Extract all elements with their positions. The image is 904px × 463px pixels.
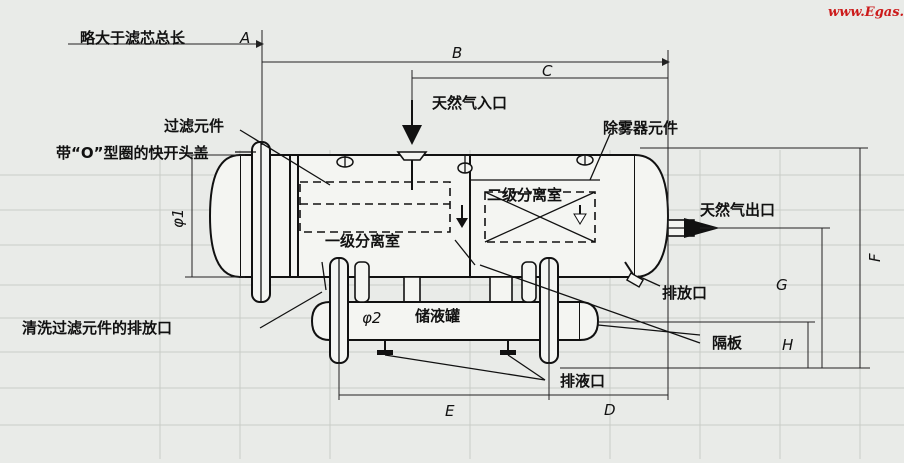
clean-drain-fitting (321, 261, 327, 291)
dim-e-label: E (445, 402, 455, 420)
first-stage-label: 一级分离室 (325, 232, 400, 250)
dim-h-label: H (782, 336, 793, 354)
tank-flanges (329, 257, 559, 364)
mist-element-label: 除雾器元件 (603, 119, 678, 137)
clean-drain-label: 清洗过滤元件的排放口 (22, 319, 172, 337)
liquid-tank (310, 301, 600, 341)
quick-open-head-label: 带“O”型圈的快开头盖 (56, 144, 208, 162)
gas-inlet-label: 天然气入口 (432, 94, 507, 112)
dimension-lines (68, 30, 870, 400)
gas-outlet-label: 天然气出口 (700, 201, 775, 219)
dim-c-label: C (542, 62, 553, 80)
second-stage-label: 二级分离室 (487, 186, 562, 204)
dim-phi1-label: φ1 (169, 209, 187, 228)
length-note-label: 略大于滤芯总长 (80, 29, 186, 47)
liquid-tank-label: 储液罐 (415, 307, 460, 325)
mist-eliminator (484, 191, 596, 243)
liquid-drain-label: 排液口 (560, 372, 605, 390)
gas-inlet-nozzle (396, 100, 428, 190)
leader-lines (235, 129, 701, 381)
filter-element-label: 过滤元件 (164, 117, 224, 135)
upper-vessel (208, 154, 670, 278)
top-fittings (336, 154, 594, 174)
filter-element (299, 181, 451, 233)
dim-g-label: G (776, 276, 788, 294)
dim-d-label: D (604, 401, 616, 419)
dim-f-label: F (866, 253, 884, 262)
watermark-text: www.Egas.cn (828, 5, 904, 20)
drain-port-fitting (624, 261, 645, 288)
dim-phi2-label: φ2 (362, 309, 381, 327)
flow-arrows (456, 205, 587, 228)
baffle-label: 隔板 (712, 334, 743, 352)
dim-b-label: B (452, 44, 462, 62)
quick-open-flange (251, 141, 271, 303)
liquid-drain-nozzles (377, 340, 516, 355)
dim-a-label: A (239, 29, 250, 47)
connecting-pipes (403, 276, 513, 306)
drain-port-label: 排放口 (662, 284, 707, 302)
